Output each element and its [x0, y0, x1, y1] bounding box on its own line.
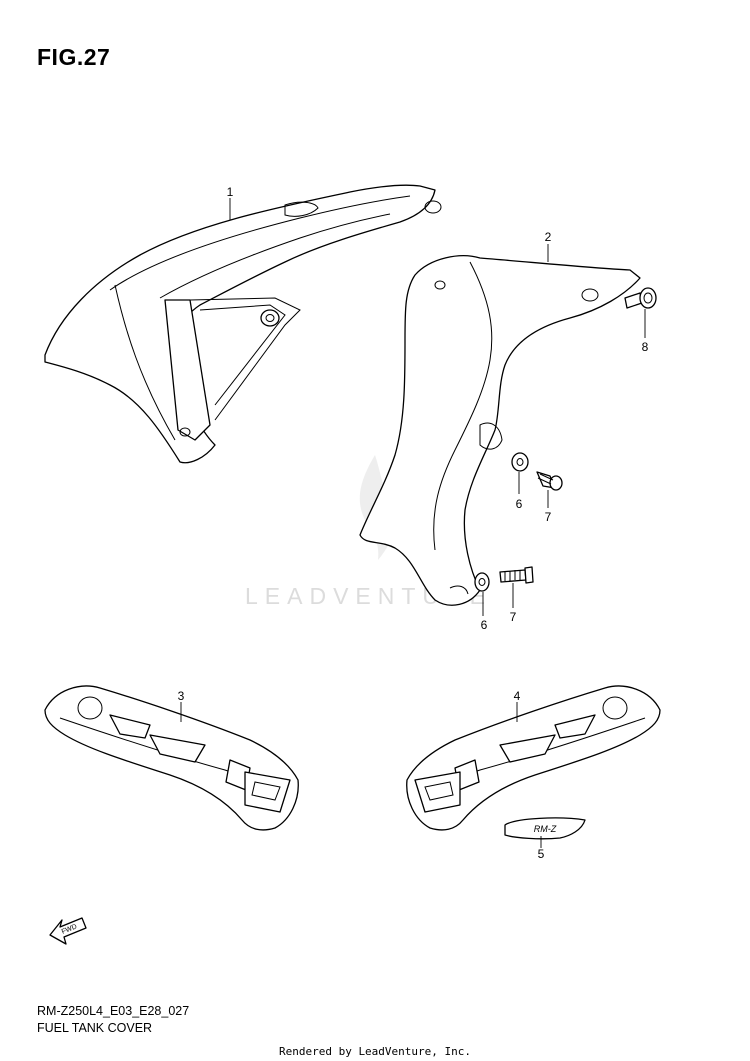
emblem-text: RM-Z [534, 824, 557, 834]
callout-6-lower: 6 [481, 618, 488, 632]
figure-title: FIG.27 [37, 44, 111, 70]
callout-5: 5 [538, 847, 545, 861]
part-8-bolt[interactable] [624, 287, 657, 309]
part-7-bolt-upper[interactable] [536, 471, 563, 491]
part-6-washer-upper[interactable] [511, 452, 529, 472]
callout-3: 3 [178, 689, 185, 703]
part-7-bolt-lower[interactable] [499, 566, 534, 584]
callout-6-upper: 6 [516, 497, 523, 511]
part-5-emblem[interactable]: RM-Z [504, 817, 586, 840]
callout-8: 8 [642, 340, 649, 354]
part-6-washer-lower[interactable] [474, 572, 490, 592]
callout-1: 1 [227, 185, 234, 199]
part-4-right-decal[interactable] [406, 685, 661, 831]
part-3-left-decal[interactable] [44, 685, 299, 831]
part-1-left-shroud[interactable] [44, 184, 442, 464]
figure-caption: FUEL TANK COVER [37, 1021, 153, 1035]
part-2-right-shroud[interactable] [359, 255, 641, 606]
figure-code: RM-Z250L4_E03_E28_027 [37, 1004, 190, 1018]
footer-credit: Rendered by LeadVenture, Inc. [278, 1045, 472, 1058]
callout-2: 2 [545, 230, 552, 244]
fwd-arrow-icon: FWD [49, 917, 87, 945]
leader-lines [180, 198, 646, 848]
callout-7-upper: 7 [545, 510, 552, 524]
callout-7-lower: 7 [510, 610, 517, 624]
callout-4: 4 [514, 689, 521, 703]
